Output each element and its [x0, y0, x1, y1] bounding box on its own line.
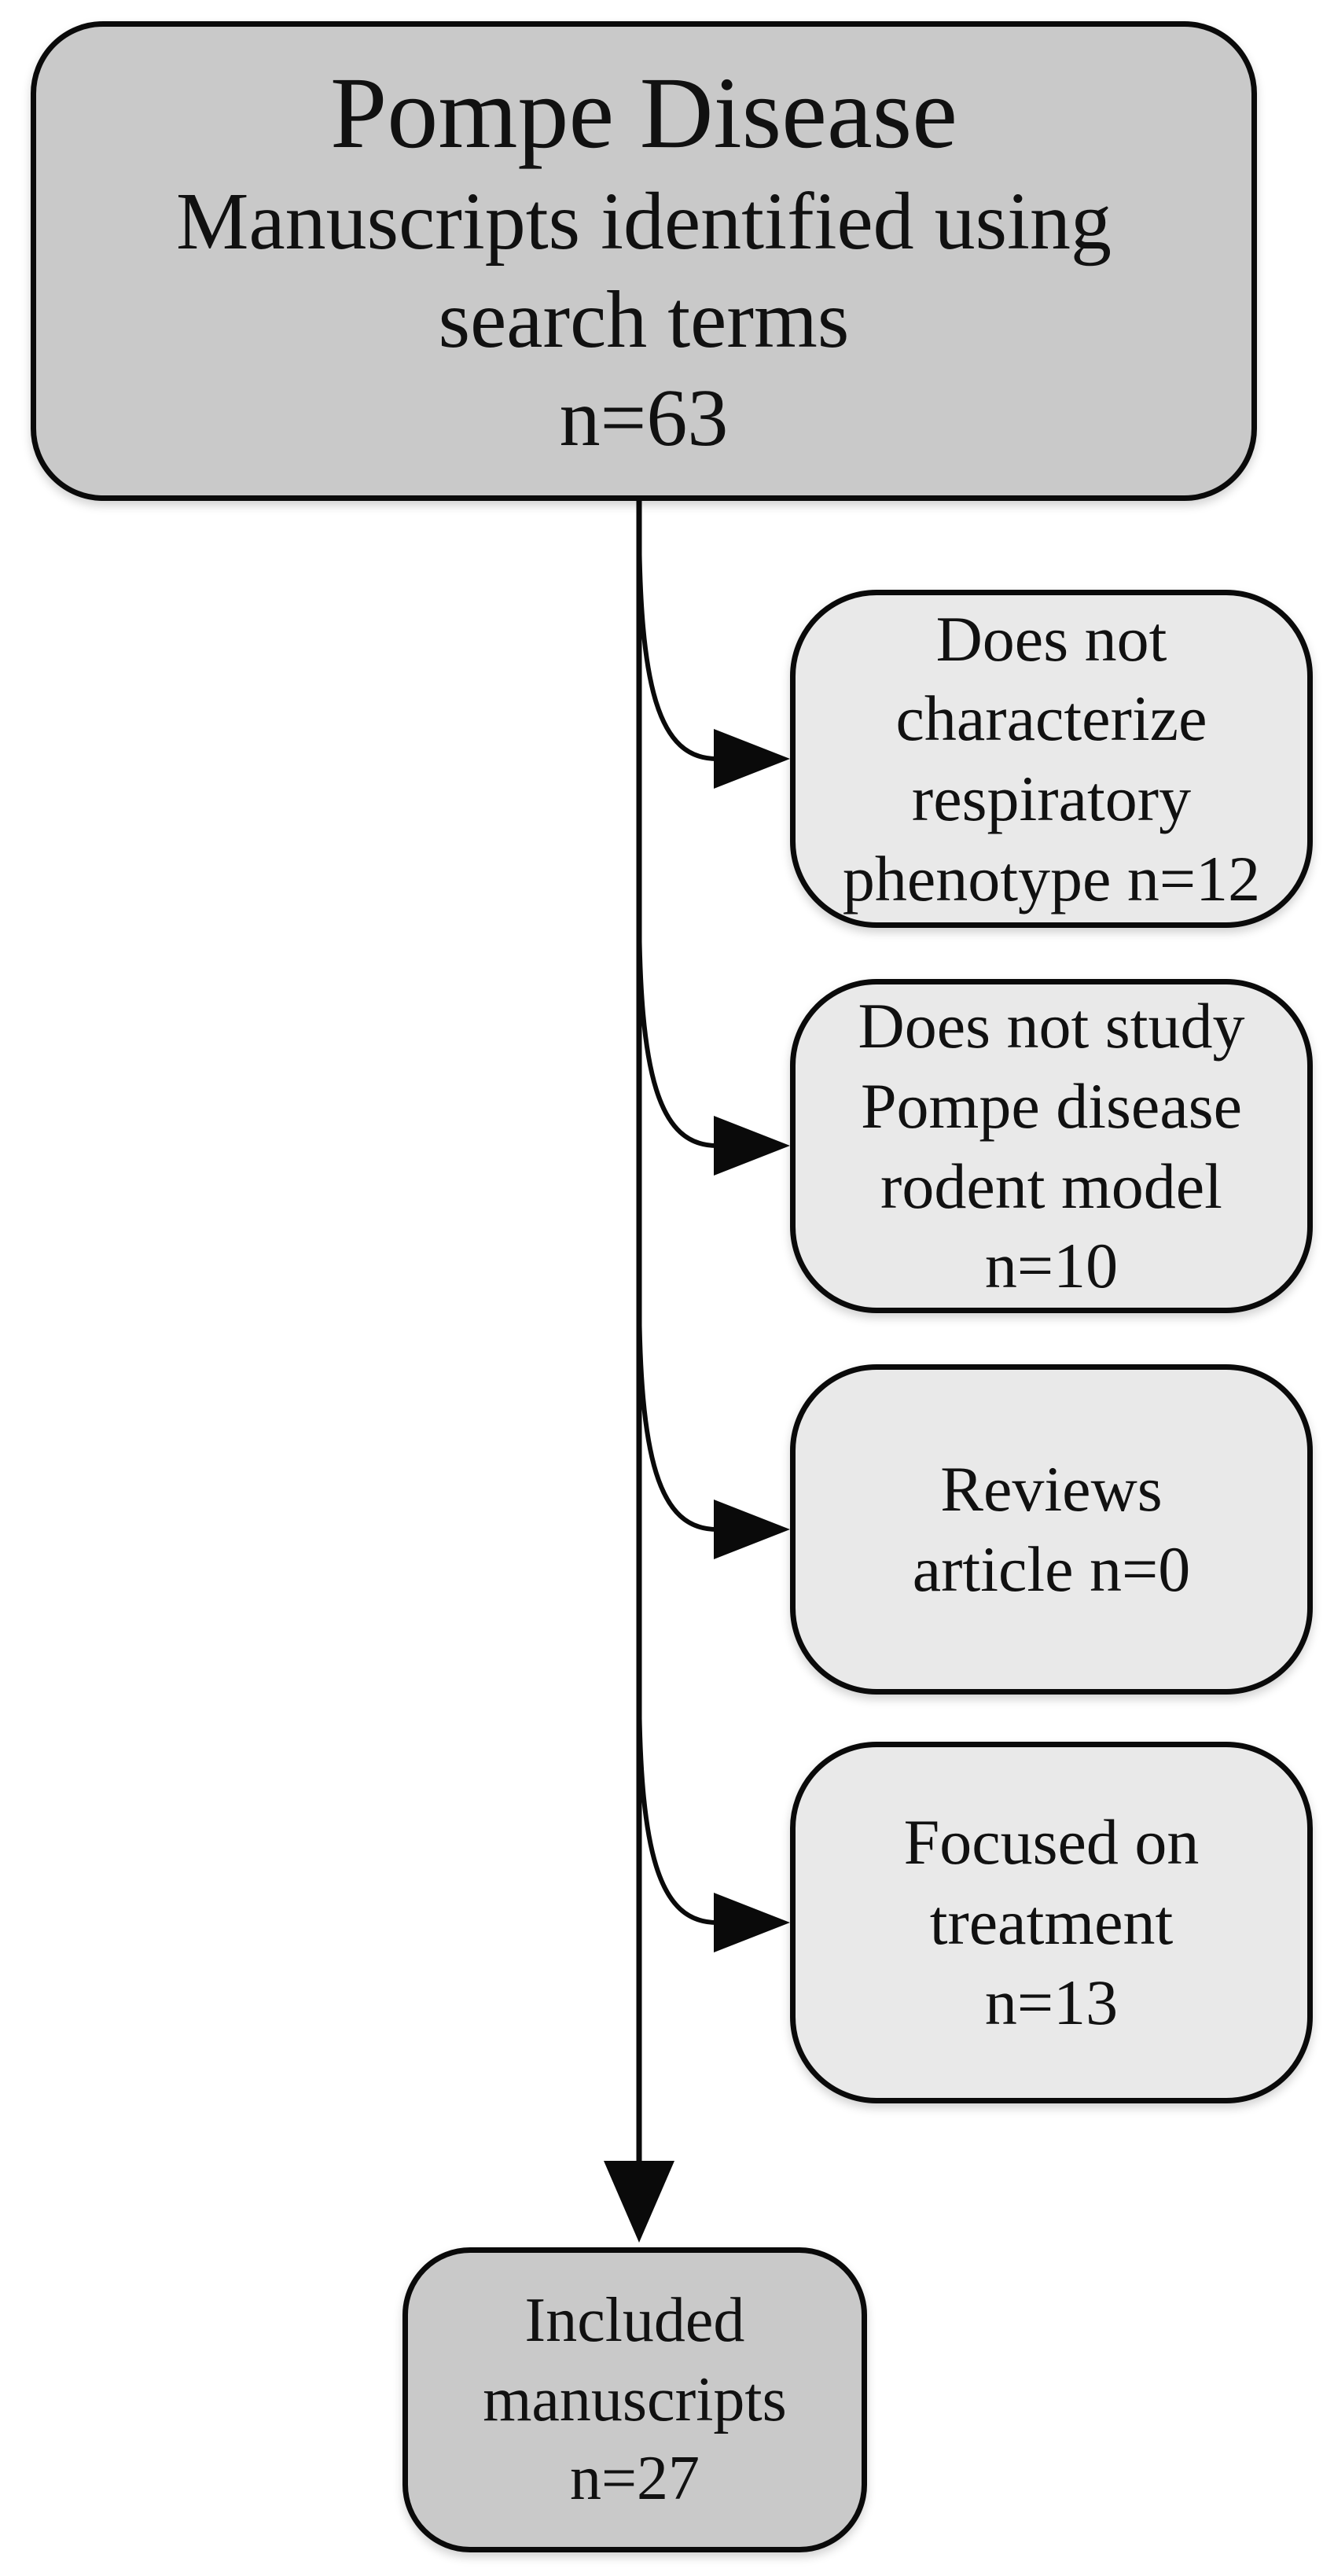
exclusion-box-line: Does not study	[858, 990, 1245, 1062]
branch-curve-3	[637, 1285, 718, 1532]
exclusion-box-line: Does not	[935, 602, 1167, 675]
exclusion-box-line: treatment	[929, 1886, 1174, 1959]
included-box-line: Included	[524, 2285, 745, 2355]
branch-curve-1	[637, 514, 718, 761]
exclusion-box-count: n=13	[984, 1966, 1119, 2038]
exclusion-box-reviews-article: Reviews article n=0	[790, 1364, 1313, 1695]
arrowhead-down-icon	[604, 2161, 674, 2243]
exclusion-box-line: characterize	[895, 683, 1207, 755]
exclusion-box-count: n=10	[984, 1230, 1119, 1302]
exclusion-box-focused-on-treatment: Focused on treatment n=13	[790, 1742, 1313, 2103]
exclusion-box-rodent-model: Does not study Pompe disease rodent mode…	[790, 979, 1313, 1313]
arrowhead-right-2-icon	[714, 1116, 790, 1176]
exclusion-box-respiratory-phenotype: Does not characterize respiratory phenot…	[790, 590, 1313, 928]
exclusion-box-line: Pompe disease	[860, 1069, 1243, 1142]
exclusion-box-line: Reviews	[940, 1453, 1163, 1525]
source-box-line: Manuscripts identified using	[175, 176, 1112, 267]
source-box-count: n=63	[559, 372, 729, 463]
branch-curve-2	[637, 901, 718, 1148]
included-box-line: manuscripts	[483, 2364, 787, 2434]
source-box-line: search terms	[438, 274, 850, 365]
arrowhead-right-1-icon	[714, 729, 790, 789]
arrowhead-right-4-icon	[714, 1893, 790, 1952]
exclusion-box-line: rodent model	[880, 1150, 1222, 1222]
exclusion-box-line: Focused on	[903, 1806, 1200, 1879]
branch-curve-4	[637, 1678, 718, 1925]
exclusion-box-line: respiratory	[911, 763, 1192, 834]
included-box-count: n=27	[569, 2444, 700, 2514]
exclusion-box-count: article n=0	[912, 1533, 1191, 1605]
arrowhead-right-3-icon	[714, 1500, 790, 1559]
included-box: Included manuscripts n=27	[402, 2247, 867, 2552]
source-box-title: Pompe Disease	[330, 57, 957, 171]
exclusion-box-count: phenotype n=12	[842, 842, 1261, 914]
source-box: Pompe Disease Manuscripts identified usi…	[31, 21, 1257, 501]
